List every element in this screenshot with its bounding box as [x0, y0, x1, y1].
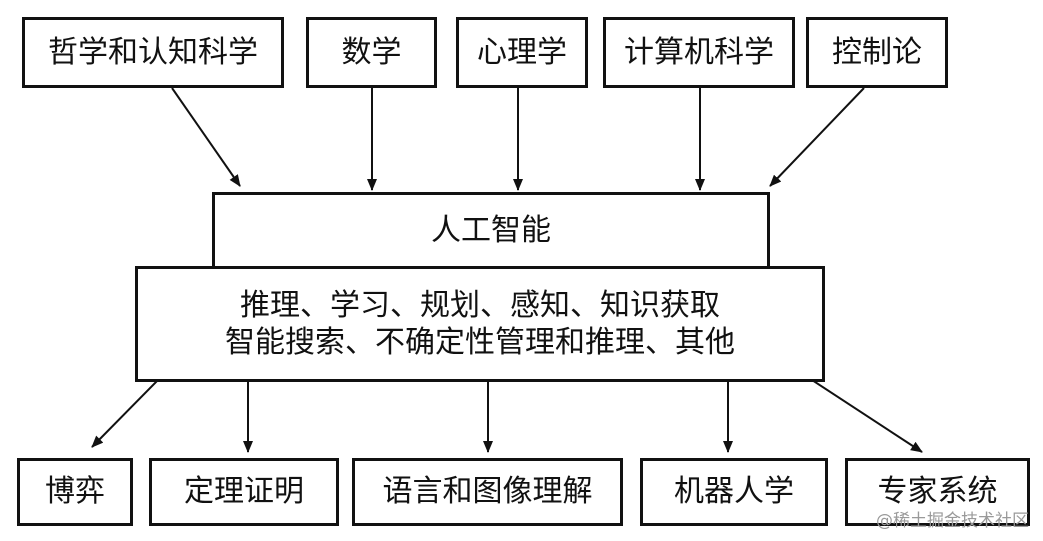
arrow-core-to-expert	[811, 379, 923, 453]
source-psychology: 心理学	[456, 17, 588, 88]
app-expert-systems: 专家系统	[845, 458, 1030, 526]
ai-title: 人工智能	[431, 212, 551, 248]
app-theorem-proving: 定理证明	[149, 458, 339, 526]
watermark: @稀土掘金技术社区	[876, 511, 1029, 531]
app-robotics: 机器人学	[640, 458, 828, 526]
core-topics-line-1: 推理、学习、规划、感知、知识获取	[240, 287, 720, 323]
app-language-image-understanding: 语言和图像理解	[352, 458, 623, 526]
app-game-playing: 博弈	[17, 458, 133, 526]
source-philosophy-cognitive-science: 哲学和认知科学	[22, 17, 284, 88]
ai-box: 人工智能	[212, 192, 770, 269]
core-topics-line-2: 智能搜索、不确定性管理和推理、其他	[225, 325, 735, 360]
arrow-core-to-game	[91, 379, 159, 448]
source-cybernetics: 控制论	[806, 17, 948, 88]
arrow-philosophy-to-ai	[171, 87, 241, 187]
core-topics-box: 推理、学习、规划、感知、知识获取 智能搜索、不确定性管理和推理、其他	[135, 266, 825, 382]
source-computer-science: 计算机科学	[603, 17, 795, 88]
source-mathematics: 数学	[306, 17, 437, 88]
arrow-cybernetics-to-ai	[769, 87, 865, 187]
